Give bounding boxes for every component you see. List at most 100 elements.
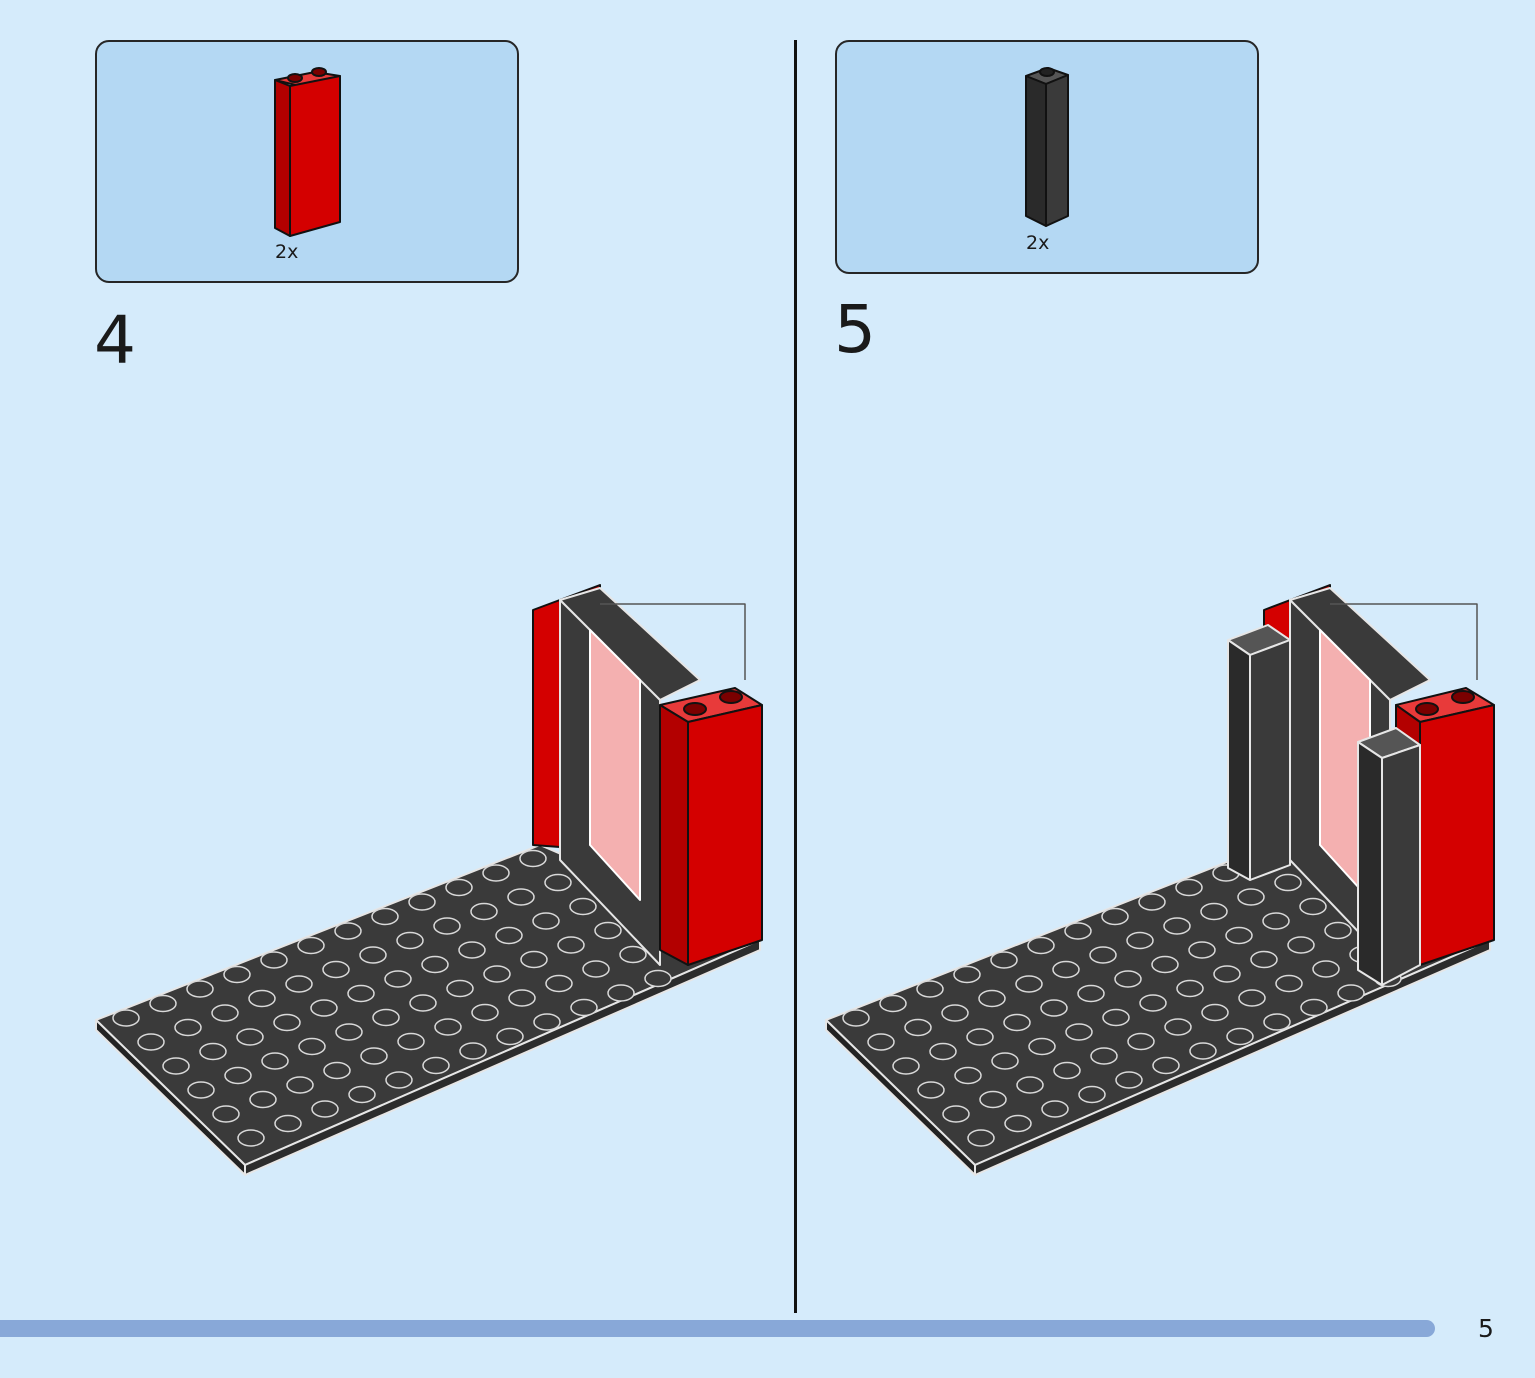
baseplate-stud <box>323 1061 351 1080</box>
baseplate-stud <box>384 970 412 988</box>
baseplate-stud <box>186 980 214 998</box>
baseplate-stud <box>359 946 387 964</box>
baseplate-stud <box>607 984 635 1002</box>
baseplate-stud <box>199 1042 227 1061</box>
baseplate-stud <box>1040 999 1068 1017</box>
baseplate-stud <box>274 1114 302 1133</box>
baseplate-stud <box>570 998 598 1017</box>
baseplate-stud <box>917 1081 945 1099</box>
baseplate-stud <box>1004 1114 1032 1133</box>
baseplate-stud <box>1101 907 1129 926</box>
baseplate-stud <box>1102 1008 1130 1027</box>
baseplate-stud <box>1337 984 1365 1002</box>
baseplate-stud <box>508 989 536 1007</box>
baseplate-stud <box>310 999 338 1017</box>
baseplate-stud <box>261 1052 289 1070</box>
baseplate-stud <box>396 931 424 950</box>
baseplate-stud <box>1077 984 1105 1003</box>
baseplate-stud <box>372 1008 400 1027</box>
baseplate-stud <box>929 1042 957 1061</box>
baseplate-stud <box>385 1071 413 1089</box>
baseplate-stud <box>1138 893 1166 911</box>
baseplate-stud <box>248 989 276 1008</box>
baseplate-stud <box>1189 1042 1217 1060</box>
baseplate-stud <box>879 994 907 1013</box>
baseplate-stud <box>545 974 573 993</box>
baseplate-stud <box>286 1076 314 1094</box>
baseplate-stud <box>348 1085 376 1104</box>
baseplate-stud <box>347 984 375 1003</box>
baseplate-stud <box>1250 950 1278 969</box>
baseplate-stud <box>297 936 325 955</box>
baseplate-stud <box>1201 1003 1229 1022</box>
baseplate-stud <box>967 1129 995 1147</box>
baseplate-stud <box>1064 922 1092 940</box>
baseplate-stud <box>1139 994 1167 1012</box>
baseplate-stud <box>954 1066 982 1085</box>
baseplate-stud <box>422 1056 450 1075</box>
baseplate-stud <box>335 1023 363 1041</box>
baseplate-stud <box>260 951 288 969</box>
baseplate-stud <box>842 1009 870 1027</box>
baseplate-stud <box>1127 1032 1155 1051</box>
baseplate-stud <box>223 965 251 984</box>
baseplate-stud <box>237 1129 265 1147</box>
baseplate-stud <box>1078 1085 1106 1104</box>
baseplate-stud <box>1089 946 1117 964</box>
baseplate-stud <box>991 1052 1019 1070</box>
baseplate-stud <box>1115 1071 1143 1089</box>
baseplate-stud <box>904 1018 932 1037</box>
baseplate-stud <box>1151 955 1179 974</box>
baseplate-stud <box>496 1027 524 1046</box>
baseplate-stud <box>1152 1056 1180 1075</box>
baseplate-stud <box>1176 979 1204 998</box>
baseplate-stud <box>273 1013 301 1032</box>
baseplate-stud <box>311 1100 339 1118</box>
baseplate-stud <box>507 888 535 906</box>
baseplate-stud <box>187 1081 215 1099</box>
baseplate-stud <box>1052 960 1080 979</box>
baseplate-stud <box>953 965 981 984</box>
baseplate-stud <box>1275 974 1303 993</box>
step-4-part-quantity: 2x <box>275 241 299 263</box>
baseplate-stud <box>1262 912 1290 930</box>
baseplate-stud <box>941 1004 969 1022</box>
baseplate-stud <box>533 1013 561 1031</box>
baseplate-stud <box>990 951 1018 969</box>
baseplate-stud <box>446 979 474 998</box>
baseplate-stud <box>644 969 672 988</box>
baseplate-stud <box>371 907 399 926</box>
baseplate-stud <box>1238 989 1266 1007</box>
baseplate-stud <box>149 994 177 1013</box>
baseplate-stud <box>892 1057 920 1075</box>
baseplate-stud <box>557 936 585 954</box>
baseplate-stud <box>1164 1018 1192 1036</box>
baseplate-stud <box>298 1037 326 1056</box>
baseplate-stud <box>137 1033 165 1051</box>
baseplate-stud <box>1065 1023 1093 1041</box>
step-divider <box>794 40 797 1313</box>
baseplate-stud <box>211 1004 239 1022</box>
baseplate-stud <box>1225 926 1253 945</box>
baseplate-stud <box>1016 1076 1044 1094</box>
baseplate-stud <box>1090 1047 1118 1065</box>
baseplate-stud <box>1003 1013 1031 1032</box>
baseplate-stud <box>334 922 362 940</box>
baseplate-stud <box>1263 1013 1291 1031</box>
baseplate-stud <box>397 1032 425 1051</box>
baseplate-stud <box>1237 888 1265 906</box>
baseplate-stud <box>433 917 461 935</box>
baseplate-stud <box>1312 960 1340 978</box>
baseplate-stud <box>619 945 647 964</box>
step-5-part-quantity: 2x <box>1026 232 1050 254</box>
baseplate-stud <box>1324 921 1352 940</box>
baseplate-stud <box>409 994 437 1012</box>
baseplate-stud <box>1163 917 1191 935</box>
step-5-number: 5 <box>834 291 876 368</box>
baseplate-stud <box>1226 1027 1254 1046</box>
baseplate-stud <box>1114 970 1142 988</box>
baseplate-stud <box>582 960 610 978</box>
